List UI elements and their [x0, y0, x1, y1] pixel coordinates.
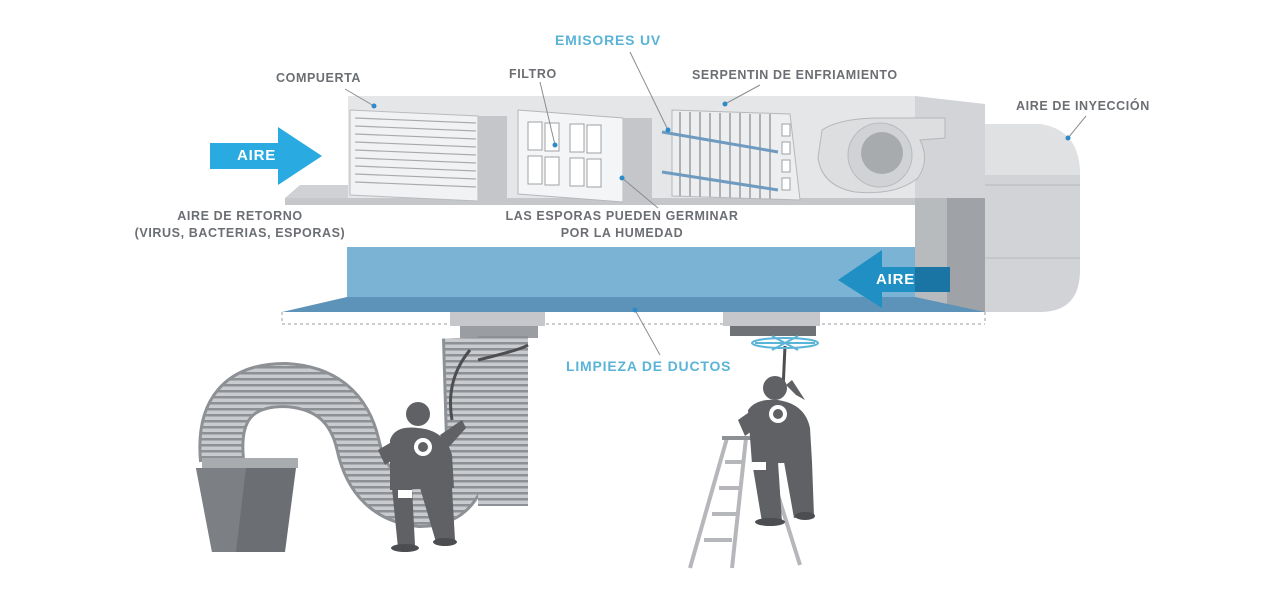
label-aire-retorno: AIRE DE RETORNO (VIRUS, BACTERIAS, ESPOR…	[110, 208, 370, 242]
leader-lines	[344, 51, 1087, 356]
filter-icon	[517, 109, 652, 203]
label-aire-retorno-line1: AIRE DE RETORNO	[177, 209, 303, 223]
label-emisores-uv: EMISORES UV	[555, 32, 662, 48]
damper-icon	[349, 109, 507, 202]
uv-emitter-icon	[661, 130, 779, 192]
arrow-label-aire-in: AIRE	[237, 147, 277, 164]
label-serpentin: SERPENTIN DE ENFRIAMIENTO	[692, 68, 898, 82]
worker-icon	[378, 402, 466, 552]
arrow-label-aire-return: AIRE	[876, 271, 916, 288]
label-esporas: LAS ESPORAS PUEDEN GERMINAR POR LA HUMED…	[482, 208, 762, 242]
fan-icon	[817, 117, 946, 194]
vacuum-collector-icon	[196, 458, 298, 552]
label-aire-retorno-line2: (VIRUS, BACTERIAS, ESPORAS)	[134, 226, 346, 240]
label-filtro: FILTRO	[509, 67, 557, 81]
label-compuerta: COMPUERTA	[276, 71, 362, 85]
leader-dots	[371, 101, 1071, 313]
cooling-coil-icon	[671, 109, 801, 201]
return-duct	[281, 247, 986, 325]
label-limpieza-ductos: LIMPIEZA DE DUCTOS	[566, 358, 732, 374]
label-esporas-line2: POR LA HUMEDAD	[560, 226, 684, 240]
duct-access-port	[450, 312, 820, 338]
air-inlet-arrow	[210, 127, 322, 185]
air-return-arrow	[838, 250, 950, 308]
label-aire-inyeccion: AIRE DE INYECCIÓN	[1016, 99, 1150, 113]
supply-duct	[915, 124, 1080, 312]
label-esporas-line1: LAS ESPORAS PUEDEN GERMINAR	[505, 209, 739, 223]
worker-icon	[738, 376, 815, 526]
